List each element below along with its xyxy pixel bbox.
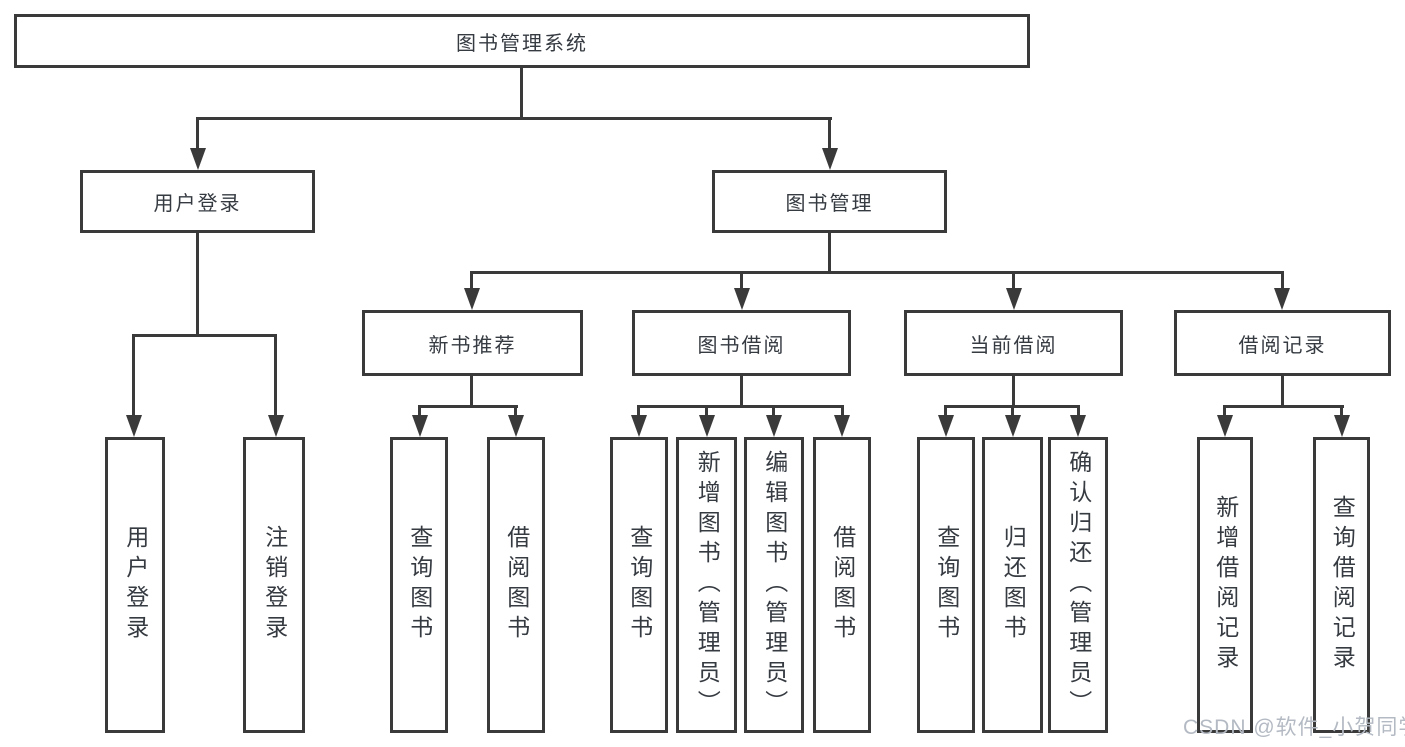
connector-line xyxy=(828,233,831,274)
connector-line xyxy=(514,405,517,417)
leaf-borrowing-borrow-books: 借阅图书 xyxy=(813,437,871,733)
connector-line xyxy=(1223,405,1226,417)
arrow-down-icon xyxy=(126,415,142,437)
connector-line xyxy=(470,271,473,290)
connector-line xyxy=(1077,405,1080,417)
node-user-login: 用户登录 xyxy=(80,170,315,233)
node-book-borrowing: 图书借阅 xyxy=(632,310,851,376)
leaf-current-return-books: 归还图书 xyxy=(982,437,1043,733)
connector-line xyxy=(132,334,277,337)
leaf-records-query-record: 查询借阅记录 xyxy=(1313,437,1370,733)
leaf-borrowing-add-books-admin-label: 新增图书（管理员） xyxy=(694,450,721,720)
arrow-down-icon xyxy=(699,415,715,437)
leaf-records-add-record-label: 新增借阅记录 xyxy=(1212,495,1239,675)
connector-line xyxy=(1012,376,1015,408)
leaf-borrowing-query-books-label: 查询图书 xyxy=(626,525,653,645)
connector-line xyxy=(274,334,277,417)
arrow-down-icon xyxy=(734,288,750,310)
connector-line xyxy=(520,68,523,118)
leaf-current-query-books: 查询图书 xyxy=(917,437,975,733)
connector-line xyxy=(637,405,844,408)
leaf-logout-label: 注销登录 xyxy=(261,525,288,645)
leaf-borrowing-borrow-books-label: 借阅图书 xyxy=(829,525,856,645)
arrow-down-icon xyxy=(938,415,954,437)
node-new-book-recommendation-label: 新书推荐 xyxy=(428,334,517,357)
leaf-records-query-record-label: 查询借阅记录 xyxy=(1329,495,1356,675)
connector-line xyxy=(637,405,640,417)
leaf-borrowing-add-books-admin: 新增图书（管理员） xyxy=(676,437,737,733)
connector-line xyxy=(740,376,743,408)
connector-line xyxy=(1340,405,1343,417)
node-book-management-label: 图书管理 xyxy=(785,193,874,215)
leaf-logout: 注销登录 xyxy=(243,437,305,733)
leaf-user-login: 用户登录 xyxy=(105,437,165,733)
arrow-down-icon xyxy=(822,148,838,170)
arrow-down-icon xyxy=(464,288,480,310)
leaf-borrowing-query-books: 查询图书 xyxy=(610,437,668,733)
csdn-watermark: CSDN @软件_小贺同学 xyxy=(1183,716,1405,739)
leaf-recommend-query-books-label: 查询图书 xyxy=(406,525,433,645)
connector-line xyxy=(1223,405,1344,408)
arrow-down-icon xyxy=(1217,415,1233,437)
arrow-down-icon xyxy=(1334,415,1350,437)
arrow-down-icon xyxy=(1274,288,1290,310)
arrow-down-icon xyxy=(268,415,284,437)
node-current-borrowing: 当前借阅 xyxy=(904,310,1123,376)
node-book-management: 图书管理 xyxy=(712,170,947,233)
node-new-book-recommendation: 新书推荐 xyxy=(362,310,583,376)
connector-line xyxy=(841,405,844,417)
node-borrowing-records-label: 借阅记录 xyxy=(1238,334,1327,357)
connector-line xyxy=(1281,376,1284,408)
leaf-current-confirm-return-admin: 确认归还（管理员） xyxy=(1048,437,1108,733)
connector-line xyxy=(132,334,135,417)
connector-line xyxy=(196,117,832,120)
connector-line xyxy=(470,271,1283,274)
node-borrowing-records: 借阅记录 xyxy=(1174,310,1391,376)
leaf-recommend-query-books: 查询图书 xyxy=(390,437,448,733)
arrow-down-icon xyxy=(1070,415,1086,437)
arrow-down-icon xyxy=(631,415,647,437)
connector-line xyxy=(828,117,831,150)
leaf-records-add-record: 新增借阅记录 xyxy=(1197,437,1253,733)
connector-line xyxy=(418,405,421,417)
connector-line xyxy=(705,405,708,417)
arrow-down-icon xyxy=(190,148,206,170)
arrow-down-icon xyxy=(1006,288,1022,310)
arrow-down-icon xyxy=(508,415,524,437)
node-user-login-label: 用户登录 xyxy=(153,193,242,215)
node-current-borrowing-label: 当前借阅 xyxy=(969,334,1058,357)
connector-line xyxy=(944,405,947,417)
leaf-borrowing-edit-books-admin: 编辑图书（管理员） xyxy=(744,437,804,733)
leaf-recommend-borrow-books-label: 借阅图书 xyxy=(503,525,530,645)
leaf-current-return-books-label: 归还图书 xyxy=(1000,525,1027,645)
connector-line xyxy=(196,117,199,150)
connector-line xyxy=(418,405,518,408)
connector-line xyxy=(1011,405,1014,417)
connector-line xyxy=(470,376,473,408)
leaf-current-query-books-label: 查询图书 xyxy=(933,525,960,645)
arrow-down-icon xyxy=(412,415,428,437)
connector-line xyxy=(772,405,775,417)
node-root-label: 图书管理系统 xyxy=(456,32,588,55)
leaf-borrowing-edit-books-admin-label: 编辑图书（管理员） xyxy=(761,450,788,720)
connector-line xyxy=(1012,271,1015,290)
arrow-down-icon xyxy=(766,415,782,437)
node-root: 图书管理系统 xyxy=(14,14,1030,68)
connector-line xyxy=(1281,271,1284,290)
leaf-current-confirm-return-admin-label: 确认归还（管理员） xyxy=(1065,450,1092,720)
connector-line xyxy=(196,233,199,337)
connector-line xyxy=(740,271,743,290)
arrow-down-icon xyxy=(834,415,850,437)
leaf-recommend-borrow-books: 借阅图书 xyxy=(487,437,545,733)
node-book-borrowing-label: 图书借阅 xyxy=(697,334,786,357)
leaf-user-login-label: 用户登录 xyxy=(122,525,149,645)
arrow-down-icon xyxy=(1005,415,1021,437)
